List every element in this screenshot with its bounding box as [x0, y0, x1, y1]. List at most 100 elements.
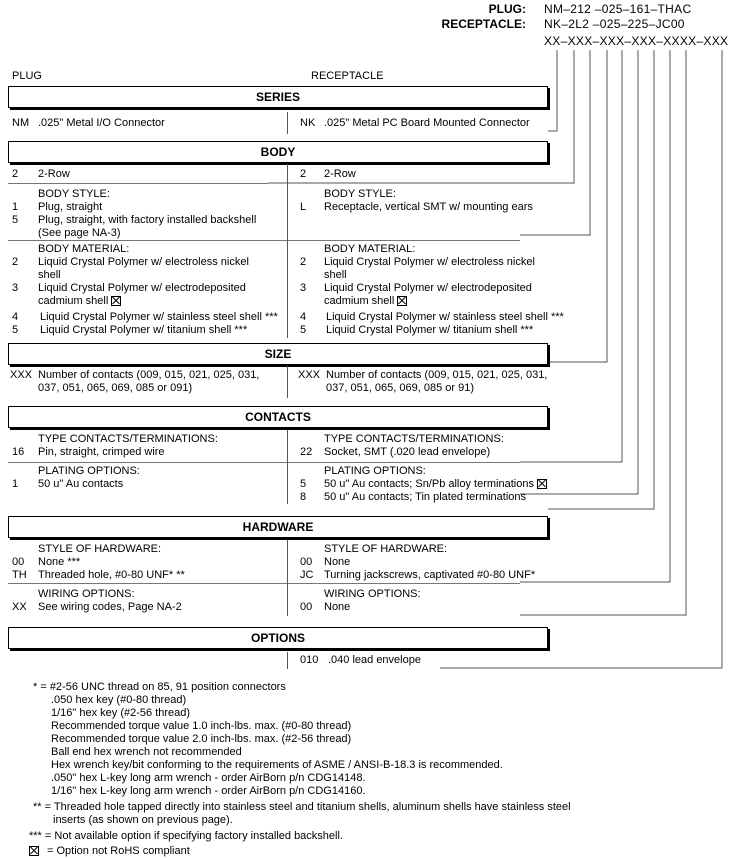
body-row-recep-text: 2-Row	[324, 168, 356, 180]
material-recep-2-text-cont: shell	[324, 269, 347, 281]
hw-style-plug-heading: STYLE OF HARDWARE:	[38, 543, 162, 555]
body-row-recep-code: 2	[300, 168, 307, 180]
note-rohs: = Option not RoHS compliant	[29, 845, 190, 858]
plating-recep-heading: PLATING OPTIONS:	[324, 465, 426, 477]
hardware-header: HARDWARE	[8, 516, 548, 538]
material-recep-5-text: Liquid Crystal Polymer w/ titanium shell…	[326, 324, 534, 336]
plating-recep-5-text: 50 u" Au contacts; Sn/Pb alloy terminati…	[324, 478, 534, 490]
material-recep-4-text: Liquid Crystal Polymer w/ stainless stee…	[326, 311, 564, 323]
column-divider	[287, 540, 288, 616]
size-plug-text: Number of contacts (009, 015, 021, 025, …	[38, 369, 260, 381]
options-header: OPTIONS	[8, 627, 548, 649]
divider	[8, 583, 520, 584]
receptacle-label: RECEPTACLE:	[441, 17, 526, 31]
hw-plug-th-text: Threaded hole, #0-80 UNF* **	[38, 569, 185, 581]
contacts-header: CONTACTS	[8, 406, 548, 428]
material-plug-2-text-cont: shell	[38, 269, 61, 281]
options-text: .040 lead envelope	[328, 654, 421, 666]
contacts-type-recep-heading: TYPE CONTACTS/TERMINATIONS:	[324, 433, 504, 445]
body-row-plug-text: 2-Row	[38, 168, 70, 180]
not-rohs-icon	[29, 846, 39, 857]
wiring-plug-code: XX	[12, 601, 27, 613]
receptacle-column-heading: RECEPTACLE	[311, 70, 384, 82]
plating-recep-5-code: 5	[300, 478, 307, 490]
column-divider	[287, 652, 288, 669]
contacts-type-plug-heading: TYPE CONTACTS/TERMINATIONS:	[38, 433, 218, 445]
note-rohs-text: = Option not RoHS compliant	[47, 845, 190, 857]
material-recep-2-code: 2	[300, 256, 307, 268]
wiring-plug-heading: WIRING OPTIONS:	[38, 588, 135, 600]
hw-plug-00-text: None ***	[38, 556, 81, 568]
series-header: SERIES	[8, 86, 548, 108]
note-line: Recommended torque value 1.0 inch-lbs. m…	[51, 720, 352, 732]
plating-recep-8-text: 50 u" Au contacts; Tin plated terminatio…	[324, 491, 527, 503]
body-header: BODY	[8, 141, 548, 163]
material-recep-2-text: Liquid Crystal Polymer w/ electroless ni…	[324, 256, 535, 268]
not-rohs-icon	[111, 296, 122, 307]
material-recep-4-code: 4	[300, 311, 307, 323]
note-single-star: * = #2-56 UNC thread on 85, 91 position …	[33, 681, 286, 693]
material-plug-4-code: 4	[12, 311, 19, 323]
material-plug-3-text-cont: cadmium shell	[38, 295, 109, 307]
material-recep-3-line2: cadmium shell	[324, 295, 408, 308]
body-style-plug-heading: BODY STYLE:	[38, 188, 110, 200]
note-line: 1/16" hex L-key long arm wrench - order …	[51, 785, 366, 797]
hw-recep-jc-code: JC	[300, 569, 314, 581]
contacts-type-recep-text: Socket, SMT (.020 lead envelope)	[324, 446, 491, 458]
note-double-star: ** = Threaded hole tapped directly into …	[33, 801, 571, 813]
note-line: 1/16" hex key (#2-56 thread)	[51, 707, 191, 719]
plating-recep-8-code: 8	[300, 491, 307, 503]
series-recep-text: .025" Metal PC Board Mounted Connector	[324, 117, 530, 129]
divider	[8, 462, 520, 463]
material-recep-3-text-cont: cadmium shell	[324, 295, 395, 307]
divider	[8, 240, 520, 241]
plating-plug-heading: PLATING OPTIONS:	[38, 465, 140, 477]
wiring-recep-heading: WIRING OPTIONS:	[324, 588, 421, 600]
wiring-plug-text: See wiring codes, Page NA-2	[38, 601, 182, 613]
part-pattern: XX–XXX–XXX–XXX–XXXX–XXX	[544, 34, 729, 48]
column-divider	[287, 164, 288, 338]
column-divider	[287, 112, 288, 134]
size-recep-text-cont: 037, 051, 065, 069, 085 or 91)	[326, 382, 475, 394]
wiring-recep-code: 00	[300, 601, 313, 613]
body-style-plug-1-text: Plug, straight	[38, 201, 103, 213]
column-divider	[287, 366, 288, 398]
column-divider	[287, 430, 288, 504]
not-rohs-icon	[536, 479, 547, 490]
material-plug-3-text: Liquid Crystal Polymer w/ electrodeposit…	[38, 282, 246, 294]
series-plug-code: NM	[12, 117, 30, 129]
plating-plug-text: 50 u" Au contacts	[38, 478, 124, 490]
body-style-recep-text: Receptacle, vertical SMT w/ mounting ear…	[324, 201, 533, 213]
wiring-recep-text: None	[324, 601, 351, 613]
material-plug-4-text: Liquid Crystal Polymer w/ stainless stee…	[40, 311, 278, 323]
divider	[8, 183, 268, 184]
plug-column-heading: PLUG	[12, 70, 42, 82]
note-line: .050" hex L-key long arm wrench - order …	[51, 772, 366, 784]
series-recep-code: NK	[300, 117, 316, 129]
size-plug-code: XXX	[10, 369, 33, 381]
material-plug-3-line2: cadmium shell	[38, 295, 122, 308]
contacts-type-plug-code: 16	[12, 446, 25, 458]
hw-style-recep-heading: STYLE OF HARDWARE:	[324, 543, 448, 555]
contacts-type-recep-code: 22	[300, 446, 313, 458]
size-header: SIZE	[8, 343, 548, 365]
options-code: 010	[300, 654, 319, 666]
body-style-recep-code: L	[300, 201, 307, 213]
hw-plug-th-code: TH	[12, 569, 27, 581]
body-style-plug-5-code: 5	[12, 214, 19, 226]
material-plug-5-text: Liquid Crystal Polymer w/ titanium shell…	[40, 324, 248, 336]
material-recep-3-text: Liquid Crystal Polymer w/ electrodeposit…	[324, 282, 532, 294]
hw-plug-00-code: 00	[12, 556, 25, 568]
hw-recep-00-code: 00	[300, 556, 313, 568]
note-line: inserts (as shown on previous page).	[53, 814, 233, 826]
receptacle-code: NK–2L2 –025–225–JC00	[544, 17, 685, 31]
hw-recep-jc-text: Turning jackscrews, captivated #0-80 UNF…	[324, 569, 536, 581]
body-style-plug-1-code: 1	[12, 201, 19, 213]
material-plug-3-code: 3	[12, 282, 19, 294]
body-style-recep-heading: BODY STYLE:	[324, 188, 396, 200]
plating-plug-code: 1	[12, 478, 19, 490]
plug-label: PLUG:	[488, 2, 526, 16]
body-style-plug-5-note: (See page NA-3)	[38, 227, 121, 239]
series-plug-text: .025" Metal I/O Connector	[38, 117, 165, 129]
